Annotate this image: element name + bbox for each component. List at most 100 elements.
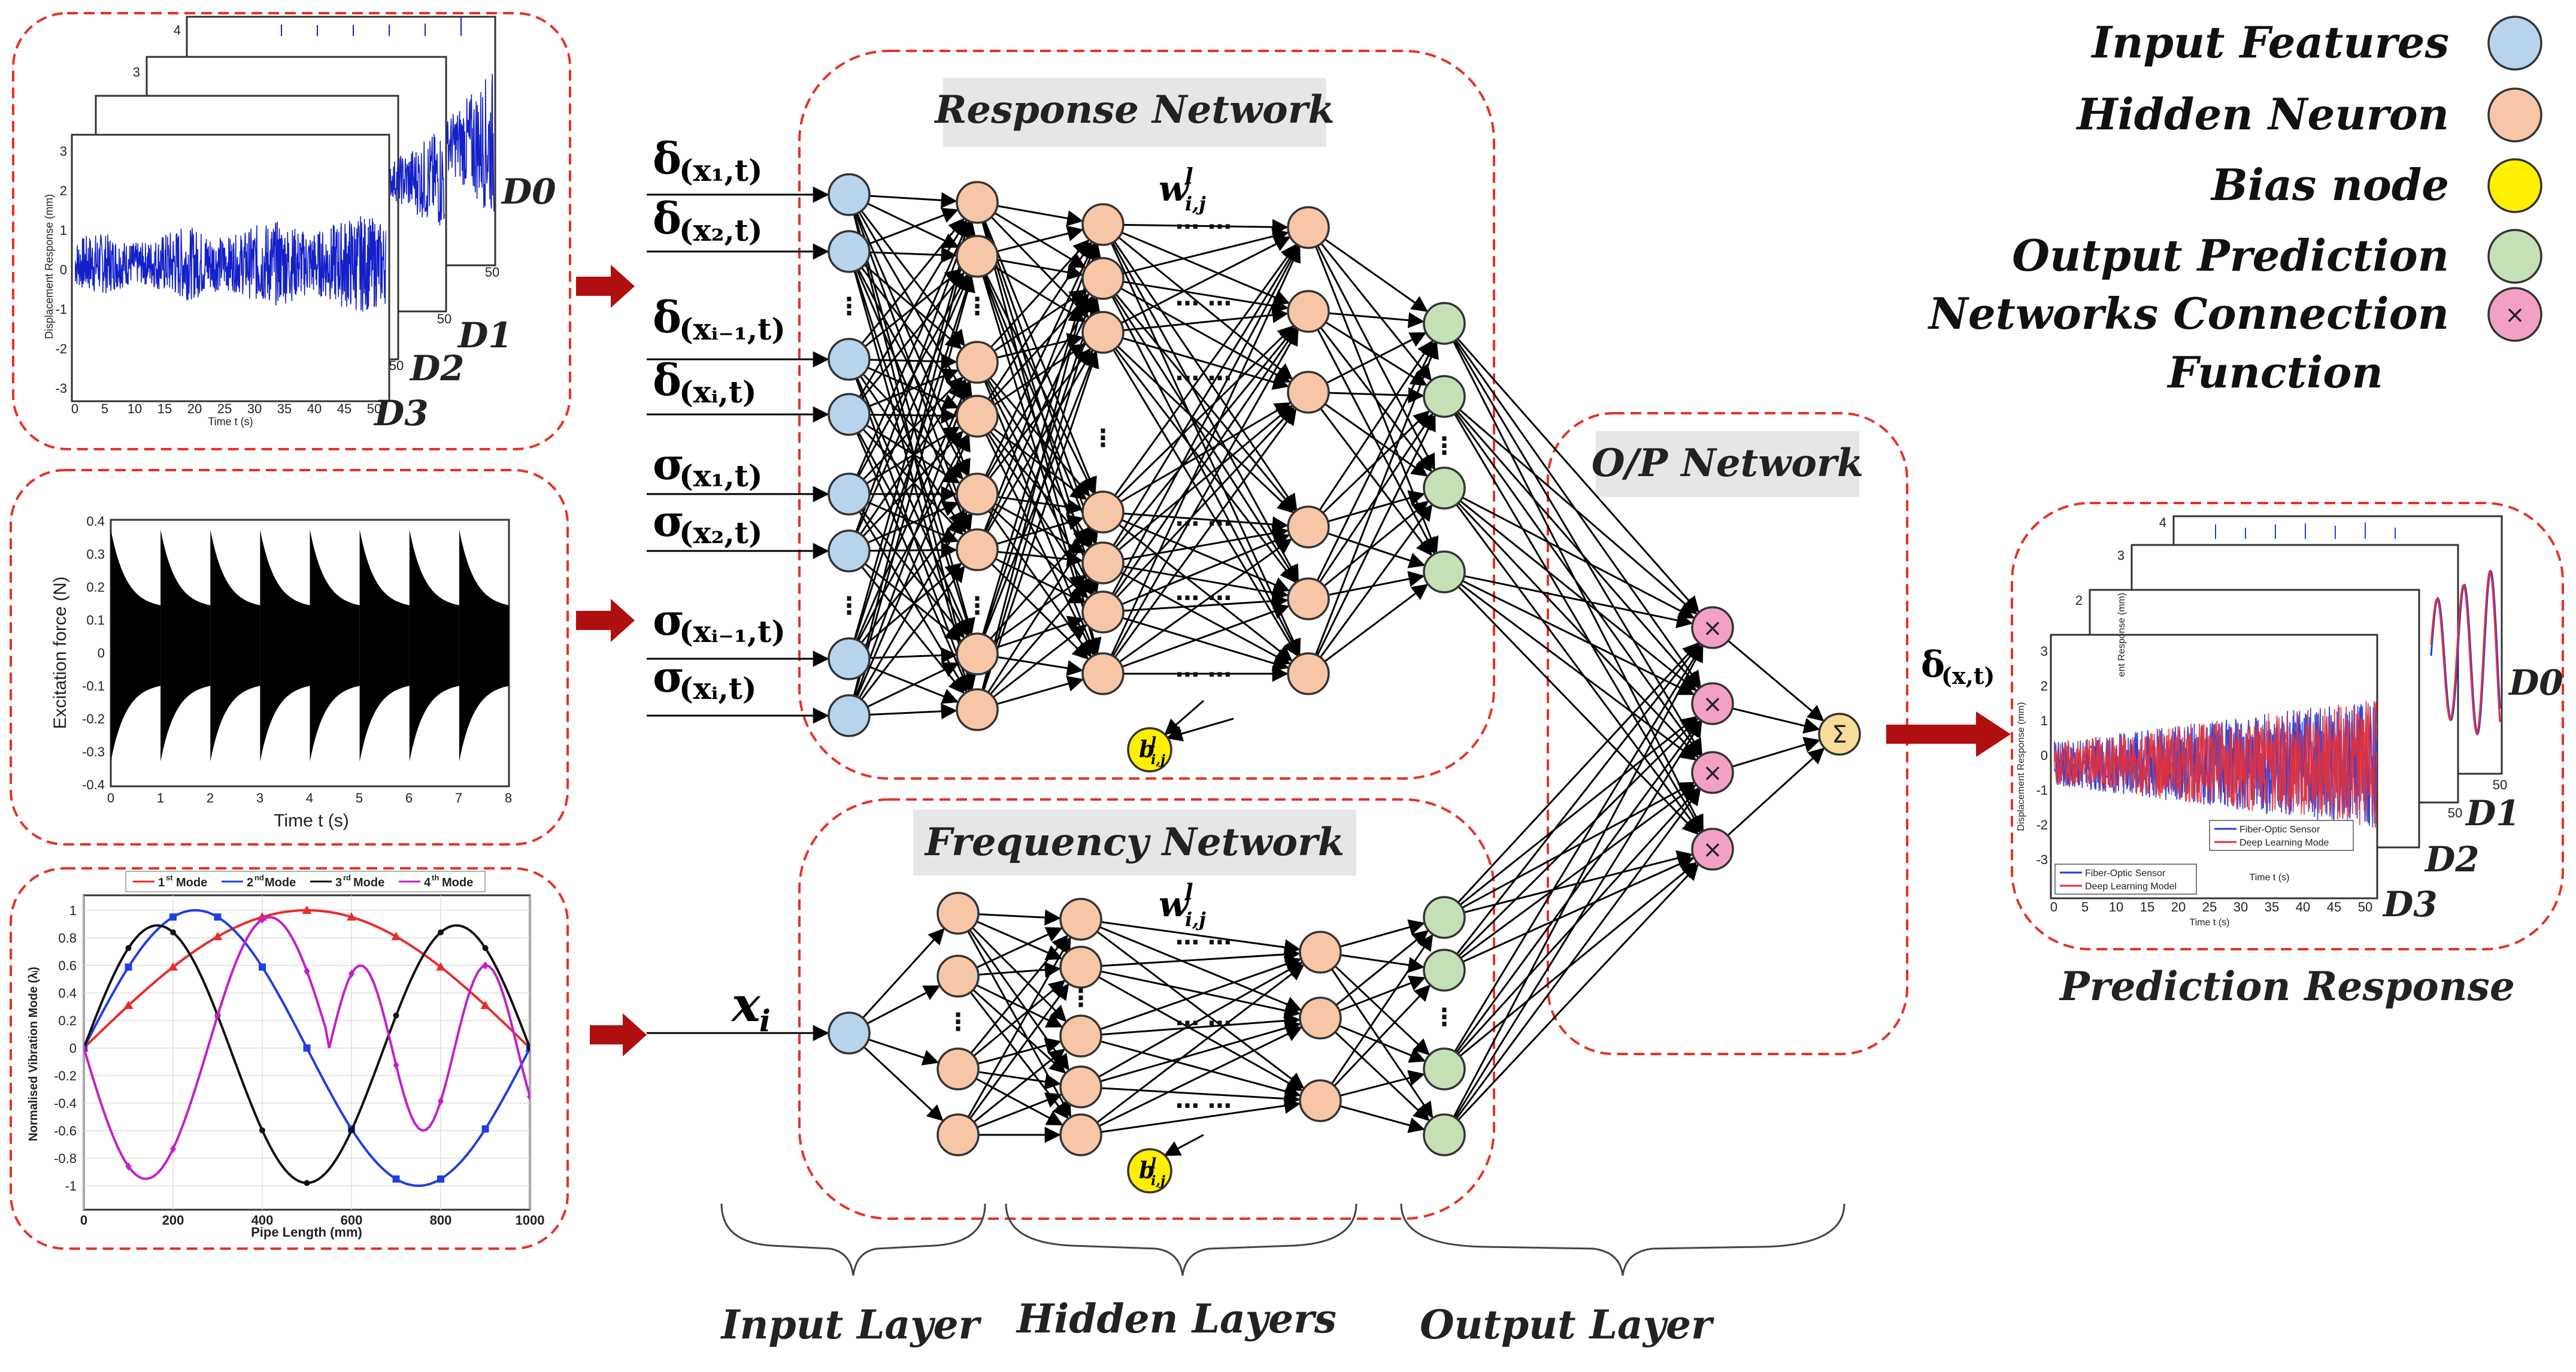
edge-213 — [1101, 946, 1301, 967]
edge-64 — [997, 205, 1084, 226]
bias-label-1-sub: i,j — [1151, 1173, 1165, 1189]
input-label-0: δ(x₁,t) — [653, 133, 763, 188]
mode-marker-1-3 — [214, 913, 222, 921]
edge-215 — [1098, 976, 1303, 1091]
pred-xtick-4: 20 — [2171, 899, 2186, 914]
pred-xtick-5: 25 — [2202, 899, 2217, 914]
pred-ylabel-back: ent Response (mm) — [2117, 593, 2127, 677]
mode-marker-0-7 — [391, 931, 401, 940]
legend-label-1: Hidden Neuron — [2075, 89, 2449, 140]
edge-190 — [978, 909, 1061, 926]
edge-57 — [853, 275, 975, 696]
edge-269 — [1728, 640, 1825, 722]
edge-129 — [1115, 293, 1296, 512]
edge-136 — [1114, 348, 1296, 583]
edge-234 — [1334, 985, 1431, 1087]
mode-legend-rest-1: Mode — [265, 876, 296, 889]
edge-181 — [1328, 571, 1425, 596]
edge-40 — [855, 221, 972, 532]
edge-268 — [1457, 864, 1699, 1121]
input-label-freq: xi — [731, 976, 771, 1038]
legend-label-0: Input Features — [2090, 17, 2449, 68]
mode-marker-2-7 — [393, 1012, 399, 1019]
edge-185 — [1324, 583, 1429, 662]
hidden-node-36 — [937, 1047, 980, 1091]
input-label-1-sub: (x₂,t) — [679, 213, 763, 248]
edge-206 — [969, 983, 1069, 1119]
edge-216 — [1099, 956, 1302, 1031]
disp-trace-d1 — [447, 74, 495, 211]
edge-254 — [1459, 716, 1697, 905]
edge-106 — [982, 243, 1101, 635]
mode-marker-2-1 — [125, 945, 132, 952]
mode-marker-3-6 — [348, 969, 354, 978]
edge-214 — [1100, 970, 1301, 1019]
mode-marker-1-4 — [259, 963, 266, 971]
edge-243 — [1455, 412, 1701, 756]
mode-marker-0-9 — [480, 1000, 490, 1009]
sum-symbol: Σ — [1832, 721, 1847, 749]
edge-166 — [1328, 312, 1425, 329]
edge-160 — [1122, 603, 1290, 668]
disp-ytick-0: 3 — [60, 144, 67, 159]
mode-ytick-8: -0.6 — [54, 1123, 77, 1138]
mode-legend-rest-2: Mode — [353, 876, 384, 889]
connection-node-2 — [1691, 751, 1734, 794]
bias-label-0-sup: l — [1151, 734, 1156, 751]
mode-ytick-1: 0.8 — [58, 931, 77, 946]
edge-262 — [1455, 719, 1701, 1053]
vdots-12: ⋮ — [965, 592, 989, 620]
disp-top-tick-1: 3 — [133, 65, 140, 80]
edge-249 — [1463, 575, 1693, 628]
mode-legend-bg — [125, 871, 486, 892]
legend-label-3: Output Prediction — [2012, 230, 2449, 281]
edge-211 — [1099, 926, 1302, 1012]
disp-label-d2: D2 — [409, 348, 465, 389]
pred-top-tick-2: 2 — [2075, 593, 2083, 608]
legend-label-4: Networks Connection — [1928, 288, 2449, 339]
op-network-title: O/P Network — [1592, 441, 1863, 486]
mode-ytick-3: 0.4 — [58, 986, 77, 1001]
bias-label-0-base: b — [1139, 735, 1155, 762]
edge-159 — [1119, 538, 1292, 663]
edge-9 — [869, 247, 957, 264]
edge-247 — [1457, 502, 1699, 758]
legend-swatch-1 — [2487, 87, 2542, 143]
edge-151 — [1113, 328, 1298, 596]
weight-label-1-base: w — [1159, 884, 1190, 925]
output-delta-label: δ (x,t) — [1921, 644, 1995, 689]
disp-xlabel: Time t (s) — [208, 416, 253, 428]
pred-xlabel: Time t (s) — [2190, 917, 2230, 928]
edge-207 — [973, 1048, 1066, 1123]
input-label-freq-base: x — [731, 976, 761, 1032]
input-label-3-sub: (xᵢ,t) — [679, 374, 757, 410]
legend-label2-4: Function — [2166, 347, 2383, 398]
mode-legend-rest-3: Mode — [442, 876, 473, 889]
edge-235 — [1339, 1070, 1425, 1097]
legend-item-2: Bias node — [2210, 158, 2542, 213]
excitation-trace — [111, 529, 509, 762]
arrow-prediction — [1886, 711, 2011, 757]
layer-braces: Input Layer Hidden Layers Output Layer — [720, 1203, 1845, 1348]
mode-marker-3-7 — [393, 1061, 399, 1070]
edge-172 — [1324, 403, 1428, 477]
edge-220 — [1100, 1020, 1301, 1083]
mode-marker-1-7 — [392, 1175, 400, 1183]
pred-label-d0: D0 — [2508, 662, 2563, 703]
hidden-node-37 — [937, 1113, 980, 1156]
layer-label-output: Output Layer — [1420, 1301, 1714, 1348]
mode-marker-3-0 — [84, 1044, 87, 1052]
edge-212 — [1096, 931, 1305, 1089]
input-label-4: σ(x₁,t) — [653, 438, 763, 493]
ellipsis-0: ⋯ ⋯ — [1175, 213, 1232, 241]
disp-trace-d3 — [75, 216, 386, 311]
hidden-node-41 — [1059, 1065, 1102, 1108]
edge-271 — [1732, 737, 1821, 768]
response-network-box — [798, 50, 1495, 780]
edge-8 — [868, 207, 959, 246]
mode-legend-sup-1: nd — [254, 873, 264, 882]
weight-label-1-sub: i,j — [1185, 908, 1206, 931]
prediction-traces — [2054, 701, 2377, 828]
hidden-node-19 — [1081, 490, 1125, 534]
